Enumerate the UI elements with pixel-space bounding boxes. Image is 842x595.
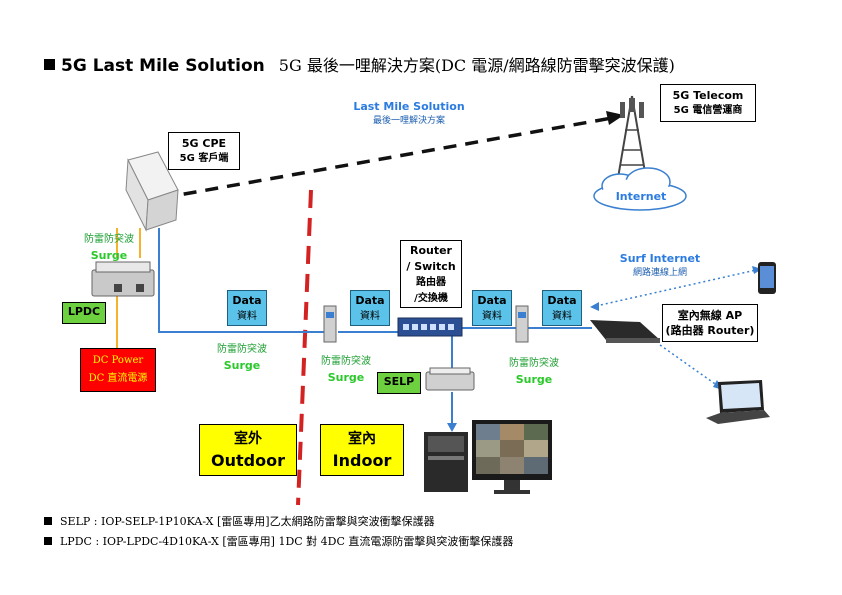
- surge-protector-icon: [515, 305, 529, 343]
- bullet-square-icon: [44, 537, 52, 545]
- internet-label: Internet: [615, 190, 667, 203]
- footnote-lpdc: LPDC : IOP-LPDC-4D10KA-X [雷區專用] 1DC 對 4D…: [44, 533, 513, 549]
- data-cn: 資料: [552, 311, 572, 322]
- outdoor-cn: 室外: [234, 431, 262, 447]
- arrow-down-icon: [447, 423, 457, 432]
- surge-en: Surge: [90, 249, 128, 262]
- footnote-selp: SELP : IOP-SELP-1P10KA-X [雷區專用]乙太網路防雷擊與突…: [44, 513, 435, 529]
- indoor-en: Indoor: [332, 451, 392, 470]
- data-box: Data 資料: [350, 290, 390, 326]
- router-line1: Router: [409, 244, 452, 257]
- data-box: Data 資料: [542, 290, 582, 326]
- laptop-icon: [706, 380, 770, 424]
- router-line2: / Switch: [406, 260, 456, 273]
- last-mile-cn: 最後一哩解決方案: [372, 116, 445, 126]
- dc-power-line1: DC Power: [92, 355, 144, 366]
- data-en: Data: [232, 294, 262, 307]
- surf-internet-label: Surf Internet 網路連線上網: [610, 252, 710, 278]
- last-mile-en: Last Mile Solution: [353, 100, 465, 113]
- data-cn: 資料: [482, 311, 502, 322]
- surge-en: Surge: [327, 371, 365, 384]
- outdoor-en: Outdoor: [211, 451, 285, 470]
- ap-router-icon: [590, 320, 660, 343]
- cell-tower-icon: [617, 95, 647, 179]
- cpe-line2: 5G 客戶端: [179, 153, 229, 164]
- cloud-icon: [593, 167, 687, 211]
- wireless-link-line: [161, 116, 613, 200]
- data-cn: 資料: [237, 311, 257, 322]
- data-en: Data: [355, 294, 385, 307]
- footnote-text: LPDC : IOP-LPDC-4D10KA-X [雷區專用] 1DC 對 4D…: [60, 535, 514, 548]
- selp-label: SELP: [377, 372, 421, 394]
- data-line: [158, 228, 330, 333]
- data-en: Data: [477, 294, 507, 307]
- surf-en: Surf Internet: [619, 252, 701, 265]
- indoor-cn: 室內: [348, 431, 376, 447]
- dc-power-box: DC Power DC 直流電源: [80, 348, 156, 392]
- outdoor-zone-label: 室外 Outdoor: [199, 424, 297, 476]
- data-en: Data: [547, 294, 577, 307]
- telecom-box: 5G Telecom 5G 電信營運商: [660, 84, 756, 122]
- surge-cn: 防雷防突波: [84, 234, 134, 245]
- router-line3: 路由器: [416, 277, 446, 288]
- cpe-line1: 5G CPE: [181, 137, 227, 150]
- bullet-square-icon: [44, 517, 52, 525]
- data-box: Data 資料: [472, 290, 512, 326]
- ap-line2: (路由器 Router): [665, 324, 755, 337]
- surge-protector-icon: [323, 305, 337, 343]
- lpdc-label: LPDC: [62, 302, 106, 324]
- footnote-text: SELP : IOP-SELP-1P10KA-X [雷區專用]乙太網路防雷擊與突…: [60, 515, 435, 528]
- surf-cn: 網路連線上網: [632, 268, 687, 278]
- wifi-link-line: [595, 269, 757, 307]
- switch-device-icon: [397, 317, 463, 337]
- indoor-zone-label: 室內 Indoor: [320, 424, 404, 476]
- router-box: Router / Switch 路由器 /交換機: [400, 240, 462, 308]
- surge-en: Surge: [223, 359, 261, 372]
- ap-box: 室內無線 AP (路由器 Router): [662, 304, 758, 342]
- data-cn: 資料: [360, 311, 380, 322]
- pc-tower-icon: [424, 432, 468, 492]
- surge-en: Surge: [515, 373, 553, 386]
- telecom-line2: 5G 電信營運商: [673, 105, 743, 116]
- surge-cn: 防雷防突波: [509, 358, 559, 369]
- dc-power-line2: DC 直流電源: [88, 373, 148, 384]
- surge-label-data: 防雷防突波 Surge: [498, 356, 570, 388]
- title-sub: 5G 最後一哩解決方案(DC 電源/網路線防雷擊突波保護): [278, 56, 675, 75]
- router-line4: /交換機: [414, 293, 448, 304]
- surge-label-data: 防雷防突波 Surge: [206, 342, 278, 374]
- selp-device-icon: [425, 367, 475, 391]
- ap-line1: 室內無線 AP: [677, 309, 743, 322]
- arrow-right-icon: [752, 266, 762, 274]
- cpe-box: 5G CPE 5G 客戶端: [168, 132, 240, 170]
- outdoor-indoor-divider: [296, 189, 313, 506]
- monitor-icon: [472, 420, 552, 494]
- surge-label-outdoor: 防雷防突波 Surge: [74, 232, 144, 264]
- arrow-left-icon: [590, 302, 599, 311]
- arrow-right-icon: [606, 111, 624, 125]
- telecom-line1: 5G Telecom: [672, 89, 744, 102]
- data-box: Data 資料: [227, 290, 267, 326]
- last-mile-label: Last Mile Solution 最後一哩解決方案: [344, 100, 474, 126]
- surge-cn: 防雷防突波: [217, 344, 267, 355]
- title-main: 5G Last Mile Solution: [61, 56, 265, 76]
- bullet-square-icon: [44, 59, 55, 70]
- surge-cn: 防雷防突波: [321, 356, 371, 367]
- cpe-antenna-icon: [125, 151, 179, 232]
- lpdc-device-icon: [91, 261, 155, 297]
- wifi-link-line: [659, 344, 719, 387]
- smartphone-icon: [758, 262, 776, 294]
- page-title: 5G Last Mile Solution 5G 最後一哩解決方案(DC 電源/網…: [44, 52, 675, 76]
- surge-label-data: 防雷防突波 Surge: [310, 354, 382, 386]
